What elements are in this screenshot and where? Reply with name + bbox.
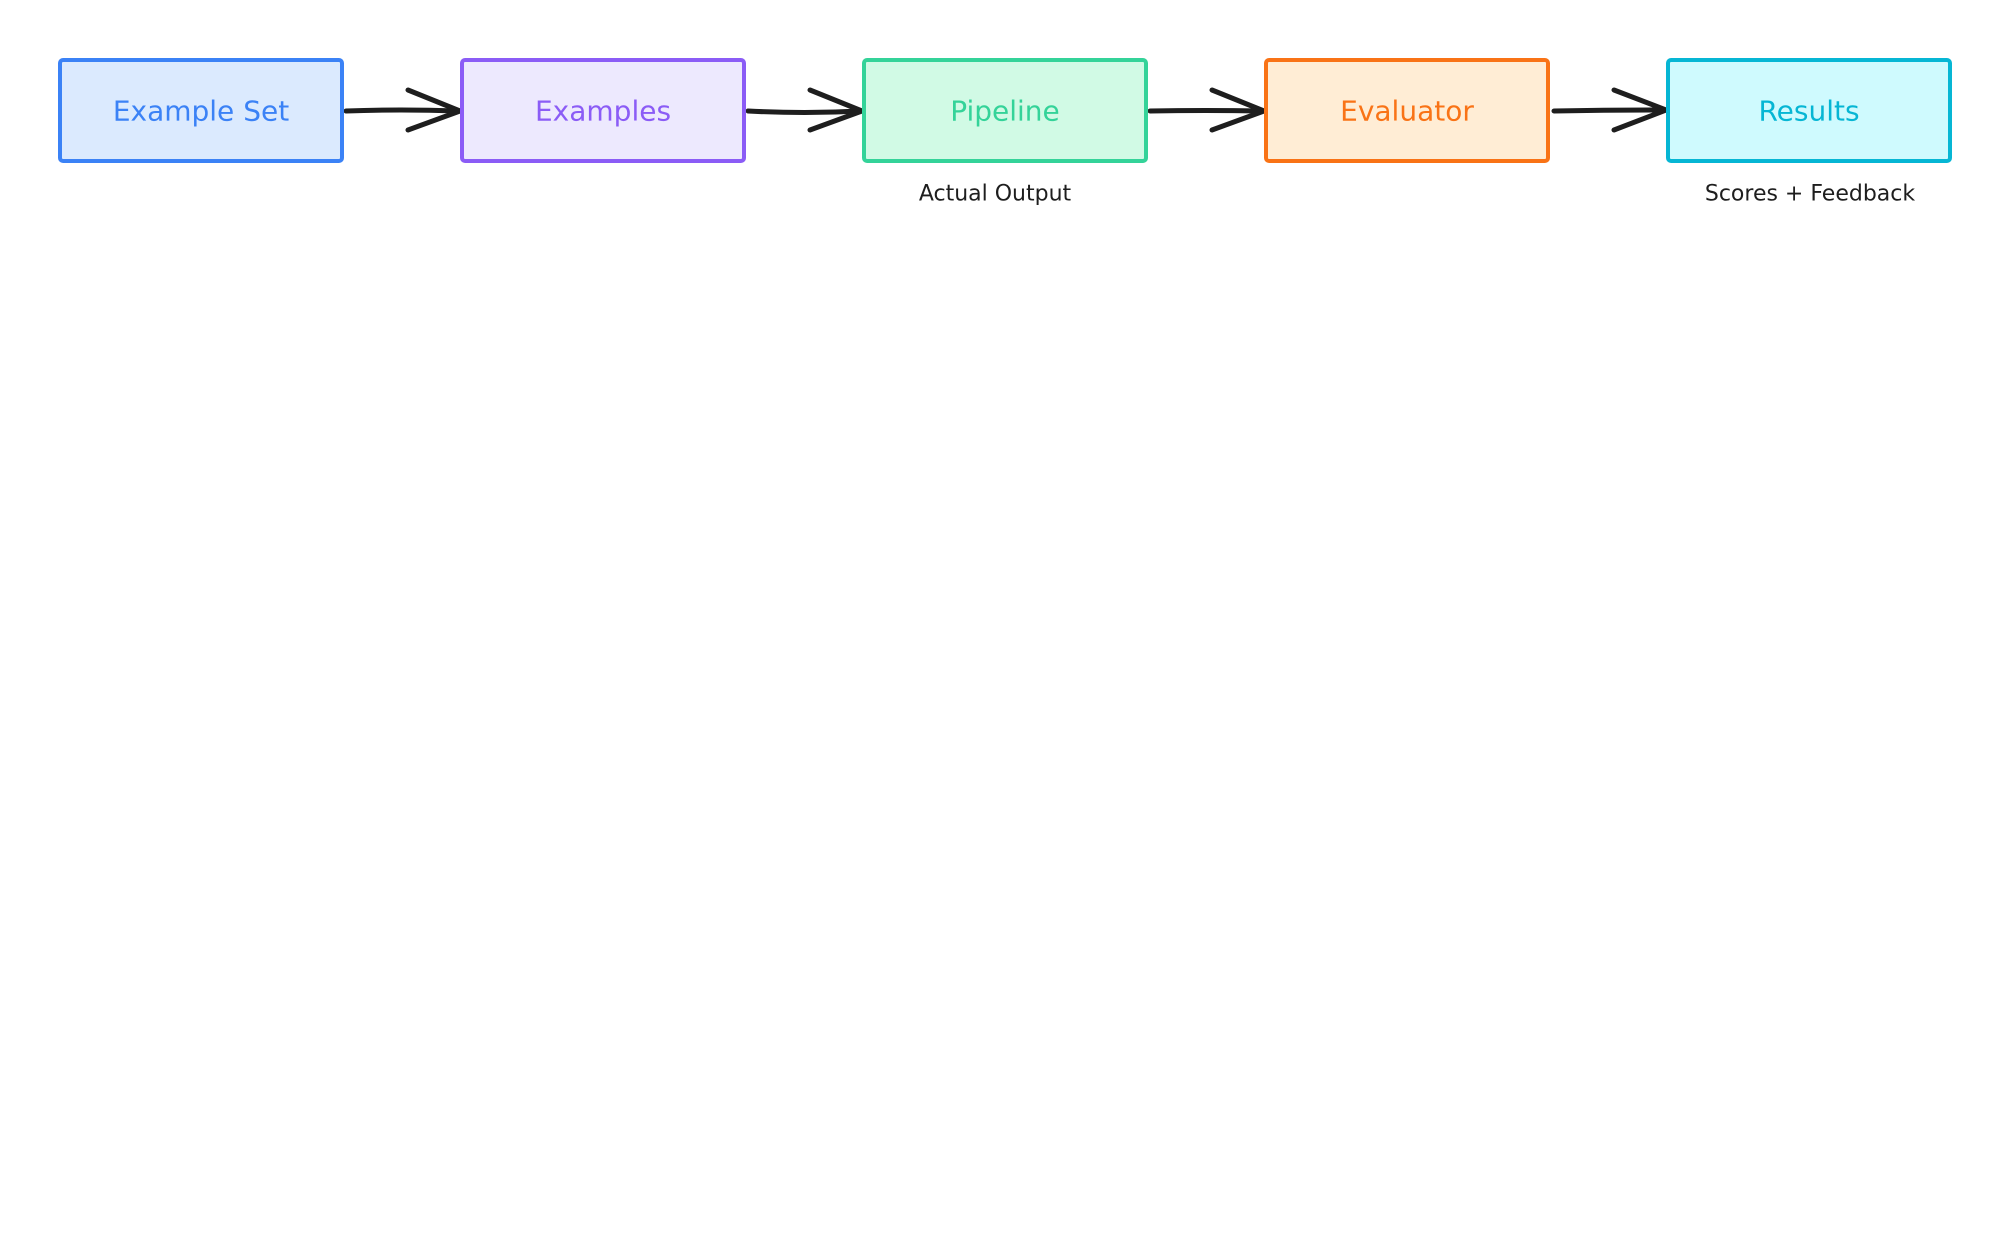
arrow-pipeline-to-evaluator bbox=[1147, 87, 1267, 133]
node-label: Example Set bbox=[113, 95, 289, 128]
arrow-shaft bbox=[745, 108, 863, 115]
arrow-example-set-to-examples bbox=[343, 87, 463, 133]
arrow-evaluator-to-results bbox=[1551, 87, 1669, 133]
annotation-actual-output: Actual Output bbox=[919, 182, 1072, 207]
node-pipeline[interactable]: Pipeline bbox=[862, 58, 1148, 163]
node-box bbox=[1264, 58, 1550, 163]
arrow-examples-to-pipeline bbox=[745, 87, 865, 133]
node-evaluator[interactable]: Evaluator bbox=[1264, 58, 1550, 163]
node-label: Results bbox=[1758, 95, 1859, 128]
node-box bbox=[58, 58, 344, 163]
node-example-set[interactable]: Example Set bbox=[58, 58, 344, 163]
node-box bbox=[1666, 58, 1952, 163]
arrow-shaft bbox=[1551, 107, 1667, 114]
arrow-shaft bbox=[343, 107, 461, 114]
node-box bbox=[862, 58, 1148, 163]
arrow-shaft bbox=[1147, 108, 1265, 114]
node-results[interactable]: Results bbox=[1666, 58, 1952, 163]
node-examples[interactable]: Examples bbox=[460, 58, 746, 163]
annotation-scores-feedback: Scores + Feedback bbox=[1705, 182, 1916, 207]
node-label: Examples bbox=[535, 95, 671, 128]
node-label: Pipeline bbox=[950, 95, 1060, 128]
node-box bbox=[460, 58, 746, 163]
node-label: Evaluator bbox=[1340, 95, 1474, 128]
